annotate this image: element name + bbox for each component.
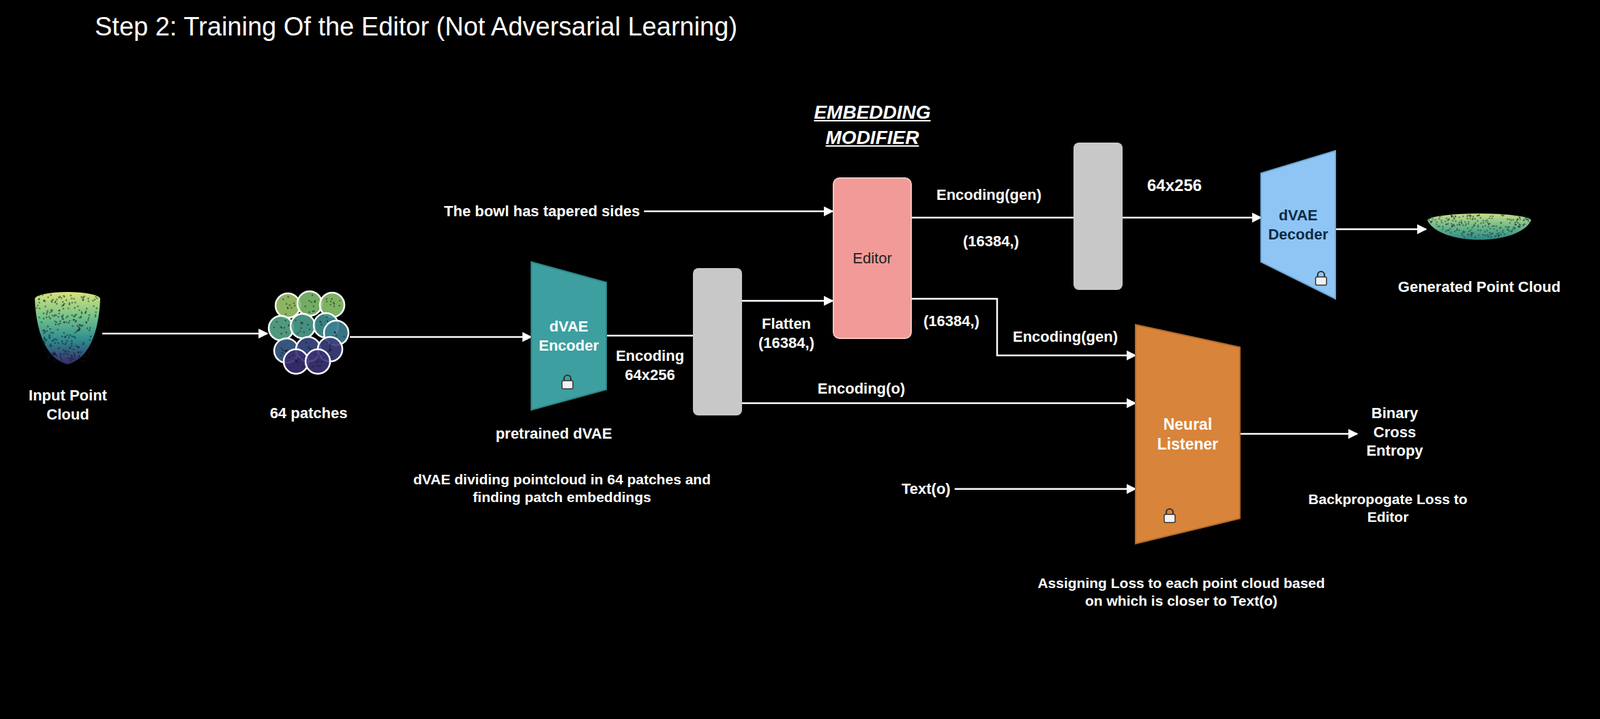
trapezoid-shape xyxy=(531,261,607,410)
node-text: dVAE Decoder xyxy=(1264,205,1333,244)
connector xyxy=(102,332,268,335)
connector xyxy=(911,298,1136,356)
note-label: dVAE dividing pointcloud in 64 patches a… xyxy=(398,469,725,508)
node-text: Editor xyxy=(852,248,892,269)
connector xyxy=(1122,216,1262,219)
connector xyxy=(606,334,693,337)
connector xyxy=(742,300,833,303)
trapezoid-block: Neural Listener xyxy=(1135,324,1240,544)
node-text: 64x256 xyxy=(1147,175,1202,196)
point-cloud: Input Point Cloud xyxy=(33,290,103,366)
connector xyxy=(911,216,1074,219)
connector xyxy=(1239,433,1358,436)
node-text: Input Point Cloud xyxy=(17,386,120,424)
trapezoid-block: dVAE Encoder xyxy=(531,261,607,410)
note-label: Backpropogate Loss to Editor xyxy=(1303,489,1473,528)
node-text: The bowl has tapered sides xyxy=(443,201,640,221)
text-node: The bowl has tapered sides xyxy=(443,201,640,221)
connector xyxy=(954,488,1136,491)
node-text: Binary Cross Entropy xyxy=(1357,403,1433,461)
edge-label: Encoding(gen) xyxy=(933,184,1045,206)
editor-box: EMBEDDING MODIFIEREditor xyxy=(832,177,912,339)
node-text: dVAE Encoder xyxy=(534,317,603,355)
trapezoid-shape xyxy=(1135,324,1240,544)
node-text: Text(o) xyxy=(901,479,951,499)
point-cloud-illustration xyxy=(33,290,103,366)
point-cloud-illustration xyxy=(267,290,350,376)
note-label: pretrained dVAE xyxy=(493,423,616,444)
node-text: EMBEDDING MODIFIER xyxy=(800,100,944,151)
embedding-bar: Encoding 64x256 xyxy=(692,268,743,416)
node-text: Generated Point Cloud xyxy=(1398,277,1561,297)
point-cloud-illustration xyxy=(1426,212,1533,251)
note-label: (16384,) xyxy=(960,231,1022,252)
edge-label: Encoding(gen) xyxy=(1010,326,1121,348)
point-cloud: Generated Point Cloud xyxy=(1426,212,1533,251)
connector xyxy=(1335,228,1427,231)
embedding-bar: 64x256 xyxy=(1073,142,1123,290)
trapezoid-shape xyxy=(1261,150,1336,299)
connector xyxy=(643,210,833,213)
diagram-title: Step 2: Training Of the Editor (Not Adve… xyxy=(94,12,738,42)
trapezoid-block: dVAE Decoder xyxy=(1261,150,1336,299)
text-node: Text(o) xyxy=(901,479,951,499)
node-text: 64 patches xyxy=(270,403,348,423)
connector xyxy=(349,336,532,339)
note-label: (16384,) xyxy=(920,310,983,332)
edge-label: Flatten (16384,) xyxy=(742,313,831,353)
point-cloud: 64 patches xyxy=(267,290,350,376)
node-text: Neural Listener xyxy=(1143,414,1233,455)
edge-label: Encoding(o) xyxy=(815,378,908,399)
text-node: Binary Cross Entropy xyxy=(1357,403,1433,461)
node-text: Encoding 64x256 xyxy=(609,346,691,384)
connector xyxy=(742,402,1136,405)
note-label: Assigning Loss to each point cloud based… xyxy=(1031,573,1331,612)
